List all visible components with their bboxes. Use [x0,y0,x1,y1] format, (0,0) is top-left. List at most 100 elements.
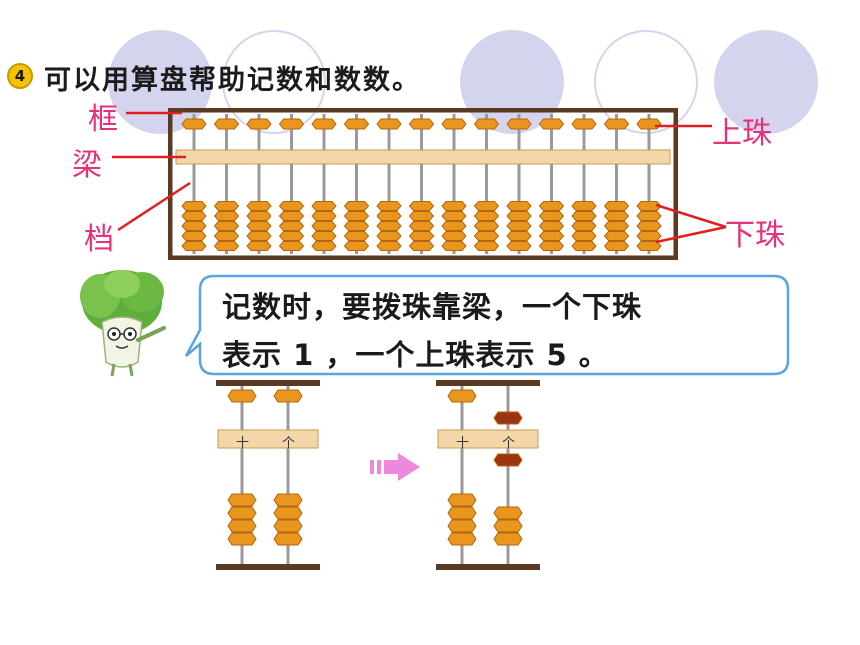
tens-label: 十 [456,436,470,451]
abacus-bead [441,201,467,211]
abacus-bead [343,241,370,251]
abacus-bead [408,241,435,251]
abacus-bead [408,211,435,221]
abacus-bead [246,231,272,241]
abacus-bead [343,201,370,211]
abacus-bead [227,493,257,507]
abacus-bead [506,241,532,251]
abacus-bead [181,231,207,241]
abacus-frame-top [216,380,320,386]
abacus-bead [376,241,402,251]
abacus-bead [311,241,337,251]
abacus-bead [408,231,435,241]
decorative-circle [594,30,698,134]
abacus-bead [311,201,337,211]
abacus-bead [278,241,305,251]
abacus-bead [506,118,532,130]
abacus-bead [278,118,305,130]
abacus-bead [278,221,305,231]
abacus-bead [603,231,630,241]
abacus-bead [343,231,370,241]
speech-line-1: 记数时，要拨珠靠梁，一个下珠 [222,290,643,324]
abacus-bead [441,231,467,241]
abacus-bead [181,241,207,251]
abacus-bead [603,201,630,211]
abacus-bead [506,211,532,221]
abacus-bead [571,221,597,231]
abacus-bead [506,221,532,231]
ones-label: 个 [282,436,296,451]
abacus-bead [538,201,565,211]
abacus-bead [376,201,402,211]
abacus-bead [447,519,477,533]
abacus-frame [168,108,678,260]
abacus-bead [441,211,467,221]
abacus-bead [538,241,565,251]
abacus-bead [213,118,240,130]
abacus-bead [473,221,500,231]
abacus-bead [636,201,662,211]
abacus-bead [538,118,565,130]
abacus-bead [213,241,240,251]
abacus-bead [181,118,207,130]
abacus-bead [473,118,500,130]
abacus-bead [408,118,435,130]
small-abacus-before [216,380,320,570]
abacus-bead [538,231,565,241]
problem-heading: 可以用算盘帮助记数和数数。 [44,65,421,96]
abacus-bead [246,211,272,221]
lower-bead-leader-line-bottom [655,225,727,244]
abacus-bead [571,211,597,221]
abacus-bead [227,389,257,403]
large-abacus [168,108,678,260]
abacus-bead [278,231,305,241]
abacus-bead [441,221,467,231]
abacus-bead [213,231,240,241]
abacus-bead [311,211,337,221]
abacus-bead [246,241,272,251]
beam-label: 梁 [72,148,102,183]
abacus-bead [273,506,303,520]
abacus-bead [447,493,477,507]
abacus-bead [493,532,523,546]
abacus-bead [273,532,303,546]
abacus-bead [493,506,523,520]
rod-leader-line [117,181,191,232]
abacus-bead [408,221,435,231]
abacus-bead [571,241,597,251]
abacus-bead [571,201,597,211]
abacus-bead [227,519,257,533]
abacus-frame-top [436,380,540,386]
rod-label: 档 [84,222,114,257]
abacus-bead [213,211,240,221]
abacus-bead [311,118,337,130]
cabbage-mascot-icon [80,270,166,377]
abacus-frame-bottom [216,564,320,570]
abacus-bead [246,201,272,211]
tens-label: 十 [236,436,250,451]
abacus-beam [217,429,319,449]
abacus-bead [376,211,402,221]
abacus-bead [493,453,523,467]
lower-bead-leader-line-top [655,203,727,229]
small-abacus-after [436,380,540,570]
abacus-bead [227,532,257,546]
ones-label: 个 [502,436,516,451]
abacus-bead [603,221,630,231]
abacus-bead [273,389,303,403]
abacus-bead [473,231,500,241]
abacus-bead [408,201,435,211]
abacus-bead [213,221,240,231]
abacus-bead [441,118,467,130]
abacus-bead [376,231,402,241]
abacus-bead [538,221,565,231]
abacus-bead [636,231,662,241]
abacus-bead [493,519,523,533]
right-arrow-icon [370,453,420,481]
abacus-bead [473,201,500,211]
abacus-bead [603,241,630,251]
abacus-bead [343,221,370,231]
abacus-beam [437,429,539,449]
abacus-bead [636,211,662,221]
abacus-bead [473,211,500,221]
